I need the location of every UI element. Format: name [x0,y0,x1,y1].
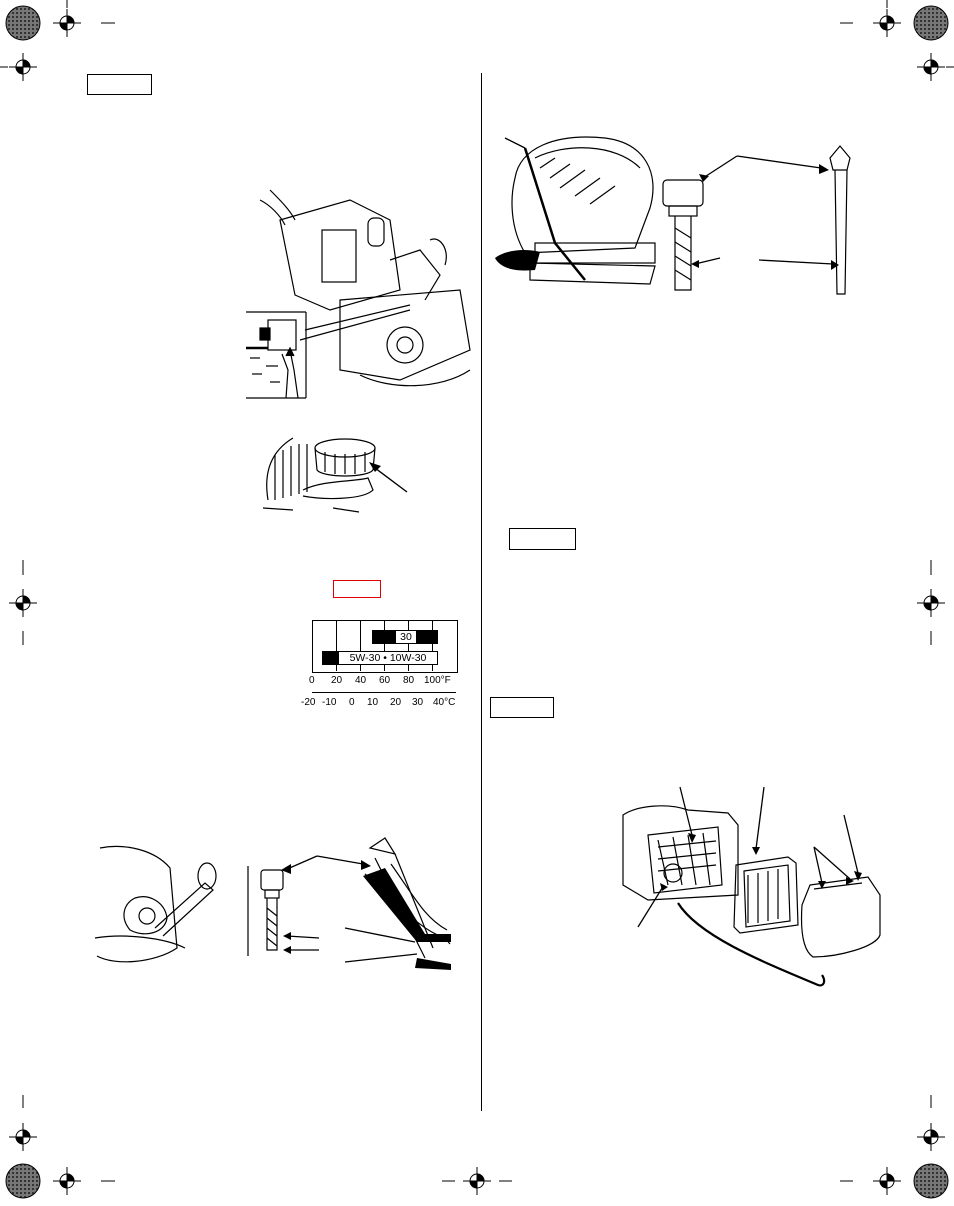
chart-gridline [384,620,385,671]
chart-gridline [432,620,433,671]
fahrenheit-tick: 80 [403,675,415,686]
viscosity-chart: 30 5W-30 • 10W-30 0 20 40 60 80 100°F -2… [300,620,460,712]
temperature-axis [312,692,456,693]
oil-drain-illustration [495,136,851,295]
oil-cap-illustration [262,437,408,513]
celsius-tick: -10 [322,697,337,708]
label-box-notice-3 [490,697,554,718]
celsius-tick: 20 [390,697,402,708]
celsius-tick: 30 [412,697,424,708]
chart-gridline [408,620,409,671]
celsius-tick: 0 [349,697,355,708]
column-divider [481,73,482,1111]
celsius-tick: 10 [367,697,379,708]
celsius-tick: 40°C [433,697,456,708]
chart-gridline [360,620,361,671]
label-box-accent [333,580,381,598]
fahrenheit-tick: 60 [379,675,391,686]
label-box-notice [87,74,152,95]
fahrenheit-tick: 100°F [424,675,451,686]
bar-30-label: 30 [395,630,417,644]
fahrenheit-tick: 40 [355,675,367,686]
label-box-notice-2 [509,528,576,550]
oil-filling-illustration [259,189,471,387]
fahrenheit-tick: 20 [331,675,343,686]
fahrenheit-tick: 0 [309,675,315,686]
chart-frame [312,620,458,673]
chart-gridline [336,620,337,671]
oil-level-inset [246,311,307,399]
air-filter-illustration [622,786,881,987]
celsius-tick: -20 [301,697,316,708]
bar-5w30-10w30-label: 5W-30 • 10W-30 [338,651,438,665]
dipstick-check-illustration [94,837,451,970]
